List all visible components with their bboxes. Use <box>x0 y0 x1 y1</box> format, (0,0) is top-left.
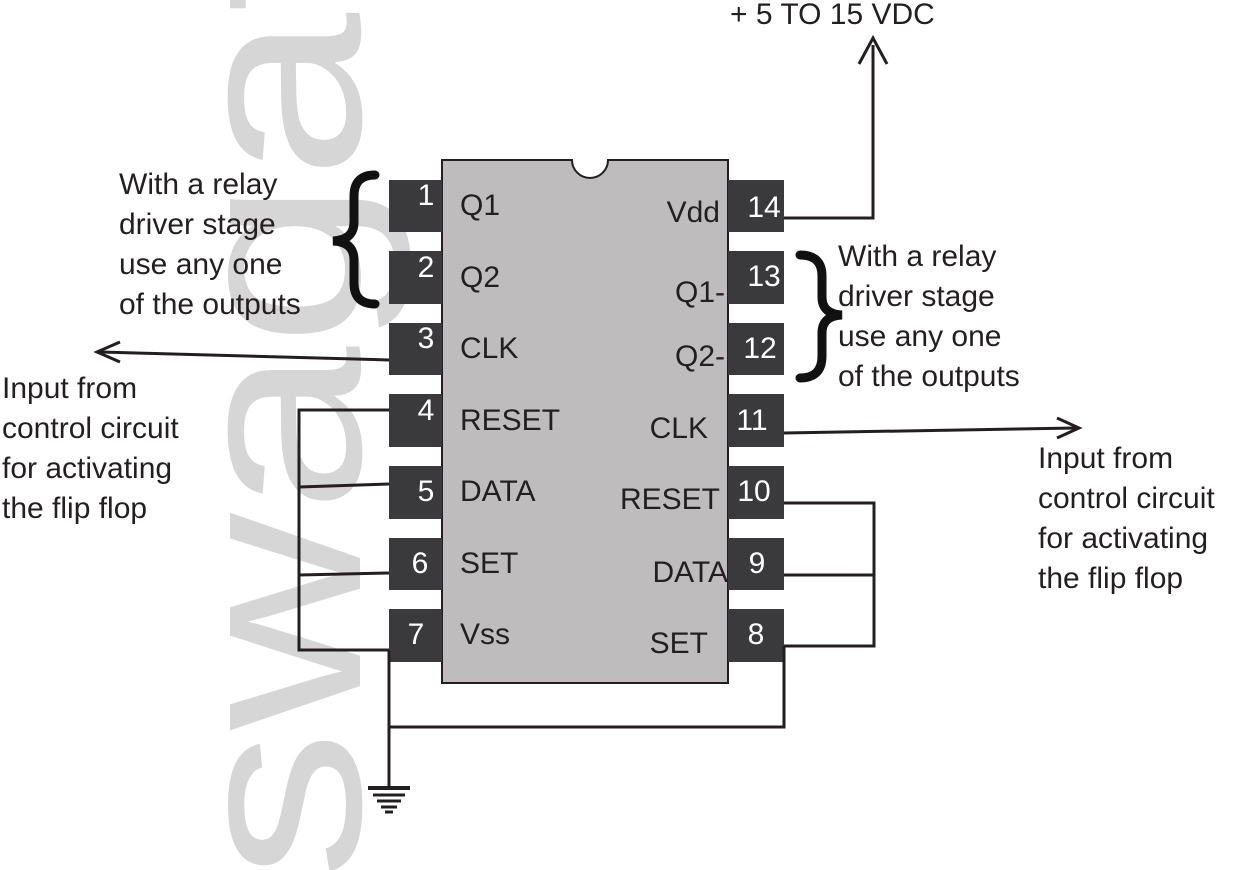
left-brace-icon <box>332 170 380 309</box>
pin-8: 8 SET <box>650 609 784 662</box>
svg-text:the flip flop: the flip flop <box>2 492 147 525</box>
svg-text:of the outputs: of the outputs <box>838 360 1020 393</box>
svg-text:7: 7 <box>408 618 425 651</box>
watermark: swagatam innovations <box>139 0 414 870</box>
svg-text:5: 5 <box>418 475 435 508</box>
svg-text:Input from: Input from <box>1038 442 1173 475</box>
pin-14: 14 Vdd <box>667 180 784 232</box>
svg-text:driver stage: driver stage <box>838 280 995 313</box>
svg-text:9: 9 <box>749 547 766 580</box>
pin-10: 10 RESET <box>620 466 784 519</box>
svg-text:control circuit: control circuit <box>1038 482 1215 515</box>
svg-text:use any one: use any one <box>838 320 1001 353</box>
note-right-outputs: With a relay driver stage use any one of… <box>838 240 1020 393</box>
svg-text:Input from: Input from <box>2 372 137 405</box>
note-left-outputs: With a relay driver stage use any one of… <box>119 168 301 321</box>
svg-text:With a relay: With a relay <box>119 168 277 201</box>
right-input-arrow <box>783 416 1083 440</box>
svg-text:CLK: CLK <box>650 412 708 445</box>
svg-text:With a relay: With a relay <box>838 240 996 273</box>
left-pins: 1 Q1 2 Q2 3 CLK 4 RESET 5 DATA 6 SET <box>389 179 560 662</box>
svg-text:for activating: for activating <box>2 452 172 485</box>
note-left-input: Input from control circuit for activatin… <box>2 372 179 525</box>
supply-wire <box>784 34 889 220</box>
pin-3: 3 CLK <box>389 322 518 375</box>
supply-label: + 5 TO 15 VDC <box>730 0 935 31</box>
pin-6: 6 SET <box>389 538 518 590</box>
pin-5: 5 DATA <box>389 466 536 519</box>
svg-text:use any one: use any one <box>119 248 282 281</box>
svg-text:10: 10 <box>737 475 770 508</box>
ground-icon <box>368 786 410 814</box>
svg-text:DATA: DATA <box>652 556 728 589</box>
pin-1: 1 Q1 <box>389 179 500 232</box>
svg-text:Q1-: Q1- <box>675 276 725 309</box>
right-tie-wires <box>784 501 876 648</box>
svg-text:driver stage: driver stage <box>119 208 276 241</box>
svg-text:Q1: Q1 <box>460 189 500 222</box>
svg-text:RESET: RESET <box>460 404 560 437</box>
svg-text:Vdd: Vdd <box>667 196 720 229</box>
right-pins: 14 Vdd 13 Q1- 12 Q2- 11 CLK 10 RESET 9 D… <box>620 180 784 662</box>
svg-text:13: 13 <box>747 260 780 293</box>
ic-body <box>441 159 729 684</box>
pin-12: 12 Q2- <box>675 323 784 375</box>
svg-text:for activating: for activating <box>1038 522 1208 555</box>
svg-text:1: 1 <box>418 179 435 212</box>
pin-2: 2 Q2 <box>389 251 500 304</box>
pin-7: 7 Vss <box>389 609 510 662</box>
svg-text:3: 3 <box>418 322 435 355</box>
svg-text:8: 8 <box>748 618 765 651</box>
svg-text:of the outputs: of the outputs <box>119 288 301 321</box>
svg-text:11: 11 <box>736 404 767 437</box>
pin-4: 4 RESET <box>389 394 560 447</box>
svg-text:14: 14 <box>747 191 780 224</box>
svg-text:DATA: DATA <box>460 475 536 508</box>
svg-text:4: 4 <box>418 394 435 427</box>
pin-11: 11 CLK <box>650 394 784 447</box>
svg-text:SET: SET <box>650 627 708 660</box>
svg-text:Vss: Vss <box>460 618 510 651</box>
svg-text:SET: SET <box>460 547 518 580</box>
pin-9: 9 DATA <box>652 538 784 590</box>
svg-text:CLK: CLK <box>460 332 518 365</box>
ground-bus <box>387 646 786 786</box>
svg-text:the flip flop: the flip flop <box>1038 562 1183 595</box>
svg-text:6: 6 <box>412 547 429 580</box>
note-right-input: Input from control circuit for activatin… <box>1038 442 1215 595</box>
svg-text:2: 2 <box>418 251 435 284</box>
right-brace-icon <box>795 250 843 383</box>
left-tie-wires <box>297 408 390 652</box>
pin-13: 13 Q1- <box>675 251 784 309</box>
svg-text:RESET: RESET <box>620 483 720 516</box>
svg-text:12: 12 <box>743 332 776 365</box>
left-input-arrow <box>93 340 390 364</box>
svg-text:Q2-: Q2- <box>675 340 725 373</box>
svg-text:control circuit: control circuit <box>2 412 179 445</box>
svg-text:Q2: Q2 <box>460 261 500 294</box>
